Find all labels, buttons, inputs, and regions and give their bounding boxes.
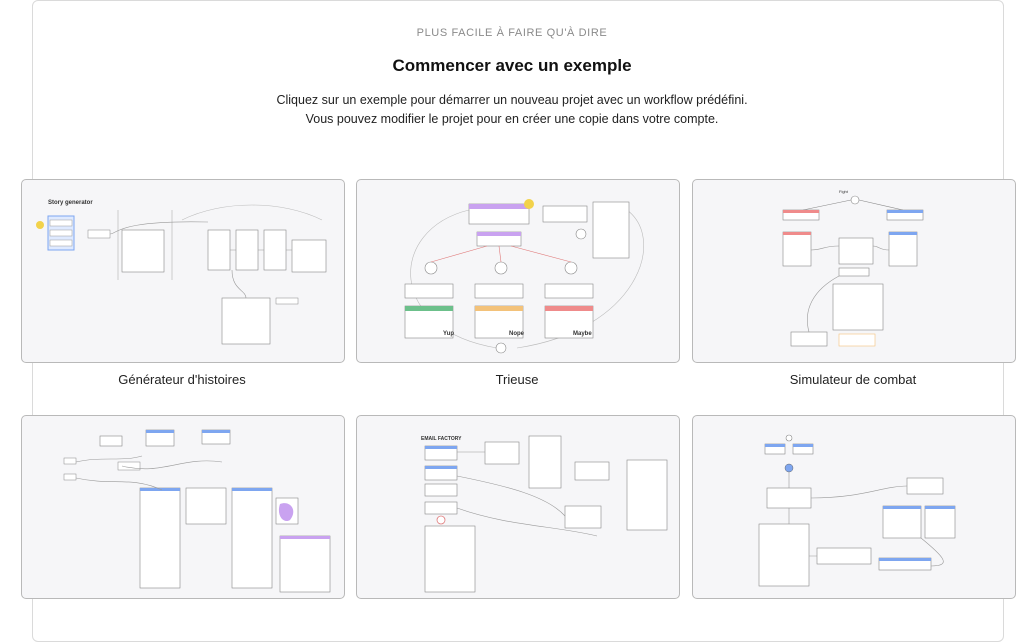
preview-label-yup: Yup <box>443 331 454 337</box>
preview-title: Fight <box>839 189 849 194</box>
preview-title: EMAIL FACTORY <box>421 436 462 442</box>
preview-title: Story generator <box>48 200 93 206</box>
section-title: Commencer avec un exemple <box>392 56 632 75</box>
example-5-preview: EMAIL FACTORY <box>421 435 668 593</box>
example-label-trieuse: Trieuse <box>495 372 539 387</box>
example-card-4[interactable] <box>21 415 345 599</box>
example-card-simulateur[interactable]: Fight <box>692 179 1016 363</box>
preview-label-maybe: Maybe <box>573 331 592 337</box>
section-eyebrow: PLUS FACILE À FAIRE QU'À DIRE <box>416 27 608 39</box>
story-generator-preview: Story generator <box>36 200 327 345</box>
example-card-6[interactable] <box>692 415 1016 599</box>
simulateur-preview: Fight <box>782 189 924 347</box>
preview-label-nope: Nope <box>509 331 525 337</box>
trieuse-preview: Yup Nope Maybe <box>404 199 644 354</box>
example-label-story-generator: Générateur d'histoires <box>118 372 246 387</box>
example-card-5[interactable]: EMAIL FACTORY <box>356 415 680 599</box>
example-card-story-generator[interactable]: Story generator <box>21 179 345 363</box>
example-4-preview <box>63 429 331 593</box>
section-description: Cliquez sur un exemple pour démarrer un … <box>276 93 748 126</box>
example-6-preview <box>758 434 956 587</box>
example-card-trieuse[interactable]: Yup Nope Maybe <box>356 179 680 363</box>
example-label-simulateur: Simulateur de combat <box>789 372 917 387</box>
